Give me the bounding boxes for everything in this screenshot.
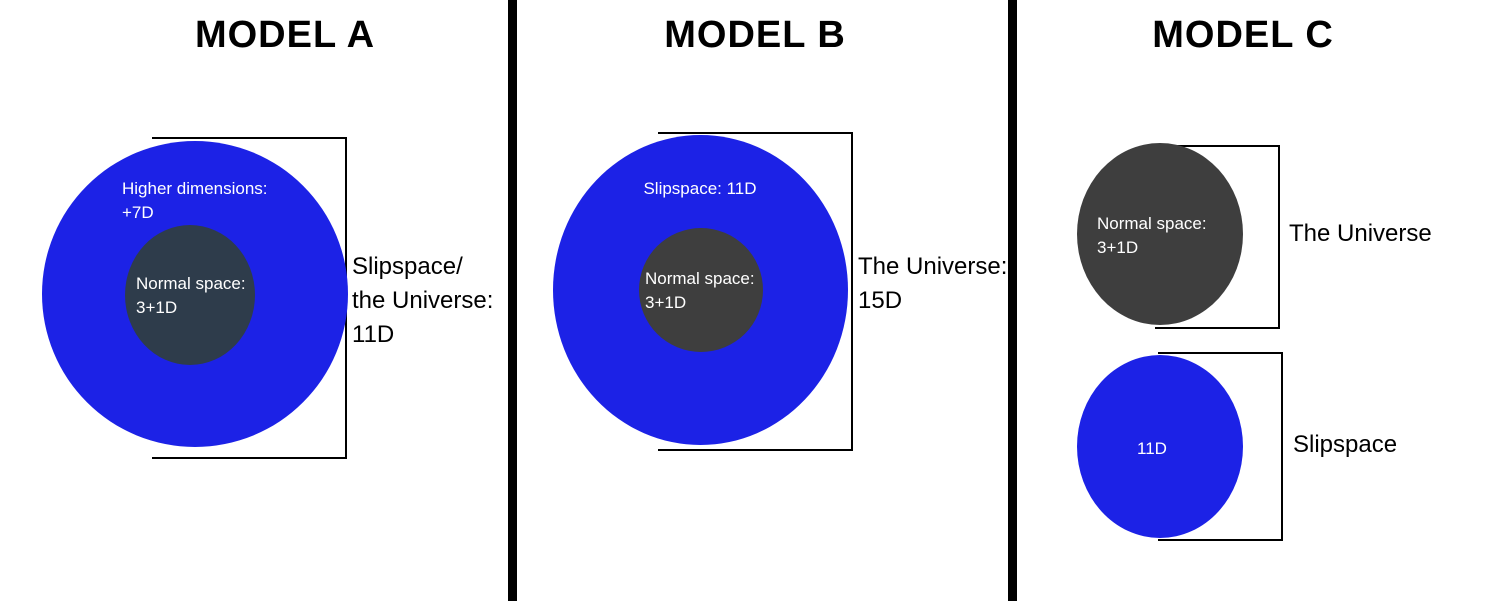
- panel-c-top-circle: [1077, 143, 1243, 325]
- panel-a-bracket-label-line: 11D: [352, 321, 395, 348]
- panel-b-bracket: [658, 132, 853, 451]
- panel-c-bottom-circle: [1077, 355, 1243, 538]
- panel-b-inner-label: Normal space: 3+1D: [645, 267, 755, 315]
- panel-c-title: MODEL C: [1152, 14, 1334, 56]
- panel-c-bottom-bracket-label: Slipspace: [1293, 428, 1397, 462]
- panel-divider-2: [1008, 0, 1017, 601]
- panel-c-bottom-circle-label: 11D: [1137, 437, 1167, 461]
- panel-a-bracket-label-line: the Universe:: [352, 287, 494, 314]
- panel-b-inner-label-line: Normal space:: [645, 269, 755, 288]
- panel-b-bracket-label-line: The Universe:: [858, 253, 1008, 280]
- panel-a-outer-label: Higher dimensions: +7D: [122, 177, 268, 225]
- panel-b-bracket-label-line: 15D: [858, 287, 903, 314]
- panel-a-outer-label-line: Higher dimensions:: [122, 179, 268, 198]
- panel-a-outer-label-line: +7D: [122, 203, 154, 222]
- panel-a-bracket-label-line: Slipspace/: [352, 253, 463, 280]
- panel-a-inner-label-line: 3+1D: [136, 298, 178, 317]
- panel-c-top-bracket-label-line: The Universe: [1289, 220, 1432, 247]
- panel-divider-1: [508, 0, 517, 601]
- panel-c-top-circle-label: Normal space: 3+1D: [1097, 212, 1207, 260]
- panel-c-top-bracket: [1155, 145, 1280, 329]
- panel-a-title: MODEL A: [194, 14, 376, 56]
- panel-b-inner-circle: [639, 228, 763, 352]
- panel-b-bracket-label: The Universe: 15D: [858, 250, 1007, 318]
- panel-c-top-circle-label-line: 3+1D: [1097, 238, 1139, 257]
- panel-b-outer-label-line: Slipspace: 11D: [643, 179, 757, 198]
- panel-a-inner-circle: [125, 225, 255, 365]
- panel-c-top-circle-label-line: Normal space:: [1097, 214, 1207, 233]
- panel-c-bottom-bracket-label-line: Slipspace: [1293, 431, 1398, 458]
- panel-b-inner-label-line: 3+1D: [645, 293, 687, 312]
- panel-a-inner-label-line: Normal space:: [136, 274, 246, 293]
- panel-a-inner-label: Normal space: 3+1D: [136, 272, 246, 320]
- panel-c-top-bracket-label: The Universe: [1289, 217, 1432, 251]
- panel-b-outer-label: Slipspace: 11D: [643, 177, 756, 201]
- panel-c-bottom-bracket: [1158, 352, 1283, 541]
- panel-a-bracket-label: Slipspace/ the Universe: 11D: [352, 250, 493, 352]
- panel-c-bottom-circle-label-line: 11D: [1137, 439, 1167, 458]
- panel-b-title: MODEL B: [664, 14, 846, 56]
